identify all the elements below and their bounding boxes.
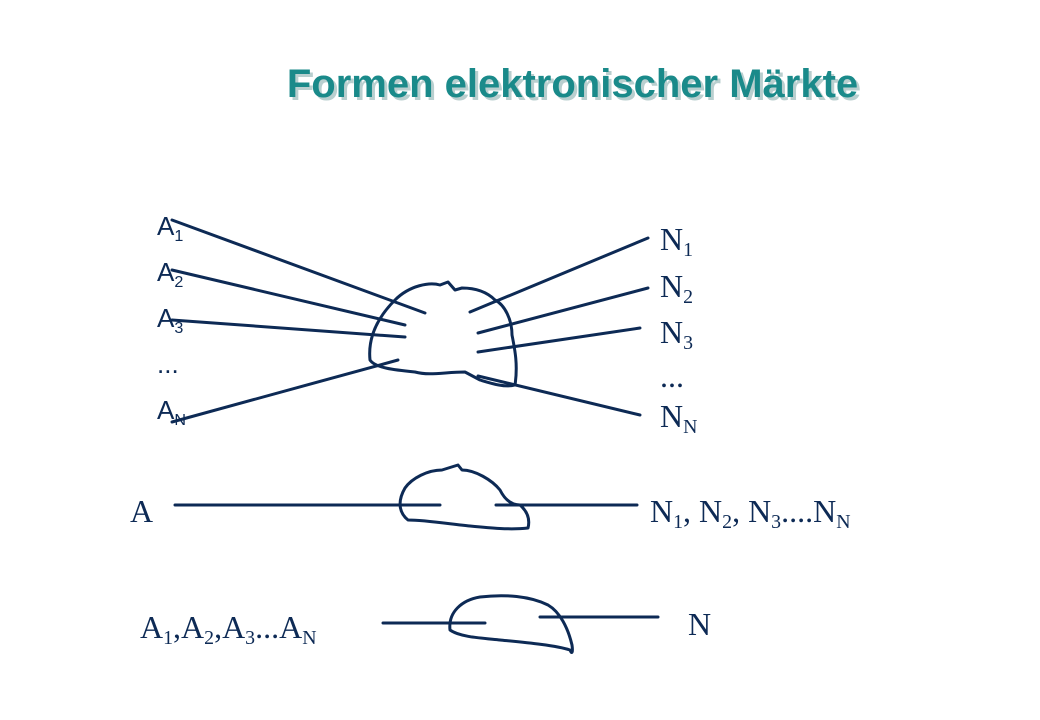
- buyer-connection-lines: [468, 236, 650, 417]
- seller-label-3: A3: [157, 303, 183, 337]
- buyer-label-1: N1: [660, 221, 693, 261]
- seller-line-1: [170, 218, 427, 315]
- row2-buyer-label: N1, N2, N3....NN: [650, 493, 851, 533]
- seller-line-2: [170, 268, 407, 327]
- buyer-labels-group: N1 N2 N3 ... NN: [660, 221, 697, 438]
- market-cloud-many-to-one: [448, 594, 574, 654]
- row3-seller-label: A1,A2,A3...AN: [140, 609, 317, 649]
- row3-buyer-label: N: [688, 606, 711, 642]
- market-cloud-one-to-many: [398, 463, 531, 531]
- seller-line-n: [170, 358, 400, 424]
- seller-label-2: A2: [157, 257, 183, 291]
- seller-label-n: AN: [157, 395, 186, 429]
- row2-seller-label: A: [130, 493, 153, 529]
- buyer-line-2: [476, 286, 650, 335]
- seller-label-1: A1: [157, 211, 183, 245]
- buyer-label-ellipsis: ...: [660, 358, 684, 394]
- buyer-line-1: [468, 236, 650, 314]
- page-title: Formen elektronischer Märkte: [286, 62, 859, 106]
- buyer-line-3: [476, 326, 642, 354]
- buyer-label-n: NN: [660, 398, 697, 438]
- buyer-label-3: N3: [660, 314, 693, 354]
- buyer-label-2: N2: [660, 268, 693, 308]
- seller-connection-lines: [170, 218, 427, 424]
- market-cloud-many-to-many: [368, 280, 518, 388]
- seller-label-ellipsis: ...: [157, 349, 179, 379]
- buyer-line-n: [476, 374, 642, 417]
- seller-line-3: [170, 318, 407, 339]
